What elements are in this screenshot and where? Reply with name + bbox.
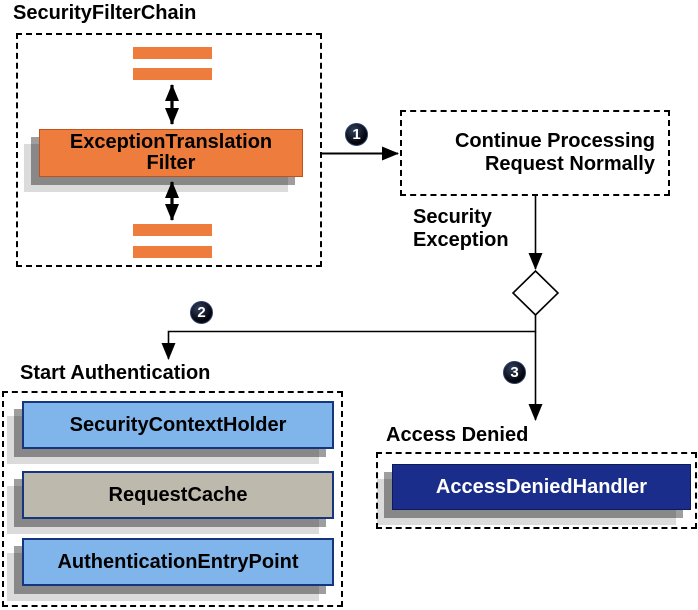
continue-label-line1: Continue Processing: [454, 130, 655, 152]
access-denied-box: AccessDeniedHandler: [376, 452, 697, 529]
filter-bar-3: [133, 224, 212, 236]
security-exception-label: Security Exception: [413, 206, 509, 252]
security-filter-chain-title: SecurityFilterChain: [13, 2, 197, 24]
access-denied-handler-node: AccessDeniedHandler: [392, 464, 691, 510]
continue-label-line2: Request Normally: [484, 153, 655, 175]
start-authentication-box: SecurityContextHolder RequestCache Authe…: [2, 391, 343, 607]
step3-badge: 3: [503, 361, 526, 384]
step1-badge: 1: [345, 123, 368, 146]
security-context-holder-node: SecurityContextHolder: [22, 401, 334, 449]
security-exception-line2: Exception: [413, 229, 509, 251]
authentication-entry-point-node: AuthenticationEntryPoint: [22, 538, 334, 586]
arrow-step2-icon: [161, 315, 537, 360]
access-denied-title: Access Denied: [386, 424, 529, 446]
start-authentication-title: Start Authentication: [20, 362, 211, 384]
filter-bar-2: [133, 68, 212, 80]
filter-label-line1: ExceptionTranslation: [69, 131, 273, 153]
filter-bar-4: [133, 246, 212, 258]
security-filter-chain-box: ExceptionTranslation Filter: [16, 33, 322, 267]
request-cache-node: RequestCache: [22, 471, 334, 519]
continue-processing-box: Continue Processing Request Normally: [400, 110, 670, 196]
request-cache-label: RequestCache: [108, 483, 248, 506]
authentication-entry-point-label: AuthenticationEntryPoint: [57, 550, 299, 573]
step2-badge: 2: [190, 301, 213, 324]
filter-label-line2: Filter: [146, 152, 196, 174]
decision-diamond-icon: [511, 269, 560, 317]
exception-translation-filter-node: ExceptionTranslation Filter: [39, 129, 303, 177]
security-context-holder-label: SecurityContextHolder: [69, 413, 287, 436]
access-denied-handler-label: AccessDeniedHandler: [435, 475, 648, 498]
filter-bar-1: [133, 47, 212, 59]
security-exception-line1: Security: [413, 206, 492, 228]
